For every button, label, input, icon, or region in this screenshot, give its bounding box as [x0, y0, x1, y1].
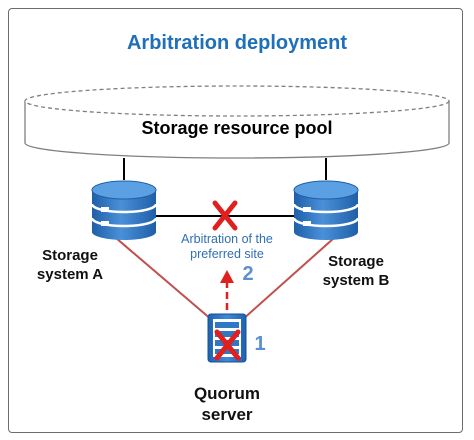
step-2-number: 2 — [242, 263, 254, 285]
quorum-label: Quorum server — [177, 383, 277, 425]
arbitration-arrow-icon — [220, 270, 234, 310]
storage-b-line2: system B — [322, 272, 390, 289]
quorum-failure-cross-icon — [214, 329, 241, 361]
storage-b-label: Storage system B — [306, 252, 406, 290]
storage-b-line1: Storage — [328, 253, 384, 270]
quorum-link-b — [241, 237, 335, 321]
diagram-frame — [8, 8, 463, 433]
quorum-server-icon — [207, 313, 247, 363]
storage-a-line2: system A — [36, 266, 104, 283]
arbitration-note: Arbitration of the preferred site — [165, 232, 289, 262]
quorum-line1: Quorum — [193, 384, 261, 403]
arbitration-note-line2: preferred site — [190, 247, 264, 261]
diagram-title: Arbitration deployment — [126, 32, 347, 54]
quorum-link-a — [115, 237, 213, 321]
link-failure-cross-icon — [212, 200, 238, 231]
storage-resource-pool — [24, 85, 450, 159]
arbitration-note-line1: Arbitration of the — [181, 232, 273, 246]
step-1-number: 1 — [254, 333, 266, 355]
storage-a-label: Storage system A — [20, 246, 120, 284]
pool-label: Storage resource pool — [141, 118, 333, 138]
storage-a-icon — [90, 180, 158, 240]
quorum-line2: server — [201, 405, 253, 424]
storage-b-icon — [292, 180, 360, 240]
storage-a-line1: Storage — [42, 247, 98, 264]
